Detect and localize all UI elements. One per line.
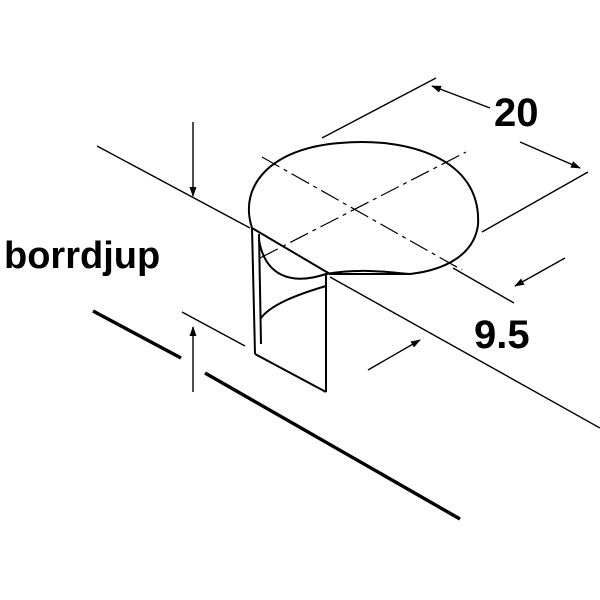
bore-cut-top <box>325 269 411 275</box>
panel-top-edge-left <box>96 145 251 229</box>
thick-edge-left <box>92 309 182 360</box>
dim-9-5-label: 9.5 <box>474 313 530 357</box>
bore-left-wall <box>251 227 256 355</box>
panel-thick-edges <box>92 309 461 521</box>
centerline-a <box>261 156 463 271</box>
ext-20-right <box>481 171 589 233</box>
dim-95-arrow-upper <box>514 257 566 287</box>
extension-lines <box>321 77 589 304</box>
panel-edges <box>96 145 600 429</box>
dim-95-arrow-lower <box>367 339 421 371</box>
panel-bottom-edge-left <box>181 311 246 347</box>
panel-top-edge-right <box>329 276 600 429</box>
drill-depth-label: borrdjup <box>4 235 160 277</box>
bore-front-wall-left <box>258 233 262 345</box>
dim-20-label: 20 <box>494 91 539 135</box>
thick-edge-right <box>204 371 461 521</box>
bore-inner-curve <box>258 239 327 280</box>
dimension-arrows <box>189 85 581 392</box>
dim-20-arrow-right <box>519 141 581 169</box>
dim-20-arrow-left <box>431 85 491 109</box>
ext-95-a <box>452 267 515 304</box>
bore-shape <box>247 141 480 393</box>
bore-lower-curve <box>260 285 327 319</box>
bore-top-ellipse <box>247 141 480 275</box>
ext-20-left <box>321 77 437 139</box>
centerline-b <box>259 151 467 259</box>
bore-bottom-edge <box>254 353 327 393</box>
centerlines <box>259 151 467 271</box>
